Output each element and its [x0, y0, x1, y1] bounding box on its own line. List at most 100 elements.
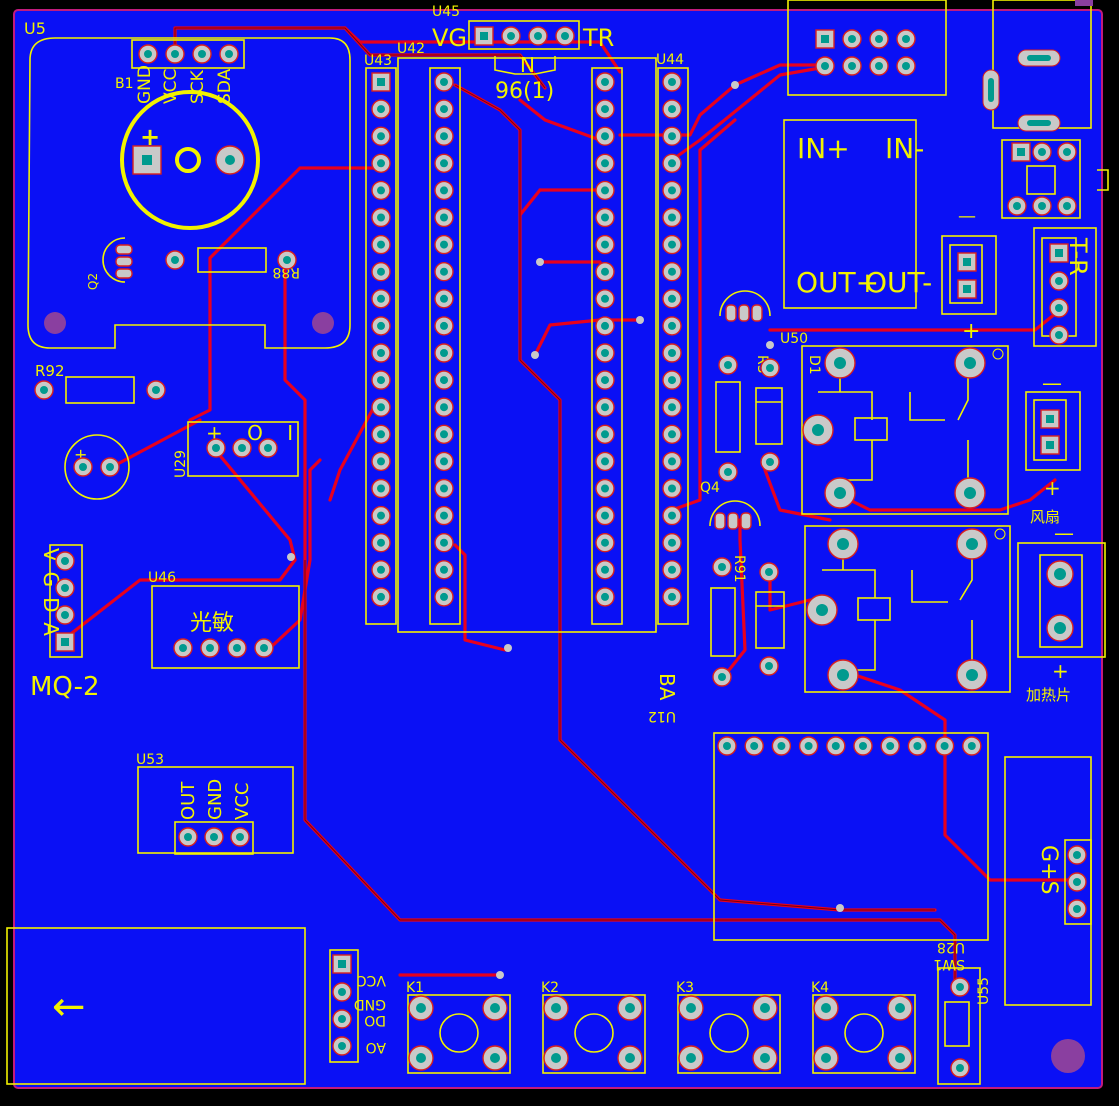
mcu-pin	[662, 153, 682, 174]
u45-header: U45 VG TR N	[432, 4, 614, 77]
mcu-pin	[371, 289, 391, 309]
do-label: DO	[364, 1012, 386, 1028]
mcu-pin	[595, 478, 615, 499]
vcc-lower-label: VCC	[357, 972, 386, 988]
u46-label: U46	[148, 570, 176, 586]
key-k2[interactable]: K2	[541, 980, 646, 1074]
mcu-pin	[595, 234, 615, 255]
fan-label: 风扇	[1030, 508, 1060, 526]
minus-label: —	[958, 206, 976, 227]
r88-label: R88	[272, 264, 300, 280]
u42-label: U42	[397, 41, 425, 57]
mcu-pin	[662, 505, 682, 526]
svg-text:—: —	[1054, 521, 1074, 545]
mcu-pin	[434, 560, 454, 580]
usb-jack	[982, 0, 1093, 132]
u12-pin	[771, 736, 792, 756]
mcu-pin	[595, 424, 615, 444]
u53-gnd-label: GND	[205, 779, 226, 820]
u44-label: U44	[656, 52, 684, 68]
u12-pin	[853, 736, 873, 756]
mcu-pin	[371, 207, 391, 228]
mcu-pin	[434, 424, 454, 444]
mcu-socket: U43 U42 U44 96(1)	[364, 41, 689, 633]
mcu-pin	[434, 289, 454, 309]
sensor-header-bottom: VCC GND DO AO	[329, 949, 386, 1063]
mcu-pin	[595, 316, 615, 336]
mcu-pin	[662, 316, 682, 336]
out-plus-label: OUT+	[796, 266, 879, 299]
switch-module	[1001, 139, 1109, 219]
mcu-pin	[434, 397, 454, 417]
gnd-lower-label: GND	[354, 996, 386, 1012]
u5-module: U5 B1 GND VCC SCK SDA + Q2 R88	[24, 19, 351, 349]
u50-label: U50	[780, 331, 808, 347]
b1-label: B1	[115, 76, 134, 92]
mcu-pin	[434, 180, 454, 201]
plus-label: +	[962, 319, 980, 344]
mcu-pin	[595, 370, 615, 390]
mcu-pin	[371, 262, 391, 282]
mcu-pin	[595, 587, 615, 607]
power-jack: ←	[6, 927, 306, 1085]
tr-connector: T-R	[1033, 227, 1097, 347]
mcu-pin	[434, 207, 454, 228]
mcu-pin-columns	[371, 72, 682, 607]
mcu-pin	[662, 180, 682, 201]
mcu-pin	[595, 533, 615, 553]
in-plus-label: IN+	[797, 132, 850, 165]
copper-pour	[13, 9, 1103, 1089]
mcu-pin	[434, 153, 454, 174]
q4-label: Q4	[700, 480, 720, 496]
connector-2pin: — +	[941, 206, 997, 344]
key-k3[interactable]: K3	[676, 980, 781, 1074]
mcu-pin	[434, 370, 454, 390]
svg-text:—: —	[1042, 371, 1062, 395]
mcu-pin	[434, 533, 454, 553]
mcu-pin	[662, 587, 682, 607]
u12-label: U12	[648, 708, 676, 724]
pin-gnd-label: GND	[135, 65, 155, 104]
d1-label: D1	[806, 355, 822, 375]
u5-label: U5	[24, 19, 46, 38]
mcu-pin	[434, 451, 454, 472]
mcu-pin	[434, 587, 454, 607]
dcdc-module: IN+ IN- OUT+ OUT-	[783, 119, 932, 309]
key-k1[interactable]: K1	[406, 980, 511, 1074]
mcu-pin	[595, 343, 615, 363]
mcu-pin	[595, 451, 615, 472]
mcu-pin	[595, 153, 615, 174]
mcu-pin	[371, 126, 391, 146]
k4-label: K4	[811, 980, 829, 996]
u12-pin	[934, 736, 955, 756]
mcu-pin	[434, 99, 454, 119]
mcu-pin	[662, 99, 682, 119]
mcu-pin	[595, 560, 615, 580]
ba-label: BA	[655, 673, 679, 701]
mcu-pin	[371, 397, 391, 417]
pin-sda-label: SDA	[215, 68, 235, 104]
socket-mark-label: 96(1)	[495, 79, 554, 104]
in-minus-label: IN-	[885, 132, 924, 165]
q2-pads	[115, 244, 297, 279]
u12-pin	[907, 736, 928, 756]
mcu-pin	[595, 289, 615, 309]
u12-pin	[880, 736, 900, 756]
u29-sensor: U29 + O I	[173, 421, 299, 478]
mcu-pin	[371, 370, 391, 390]
mcu-pin	[371, 153, 391, 174]
mcu-pin	[662, 126, 682, 146]
mcu-pin	[434, 72, 454, 92]
u53-sensor: U53 OUT GND VCC	[136, 752, 294, 855]
mcu-pin	[662, 451, 682, 472]
mcu-pin	[595, 99, 615, 119]
key-k4[interactable]: K4	[811, 980, 916, 1074]
mcu-pin	[662, 343, 682, 363]
trace-outline	[174, 27, 956, 985]
heater-label: 加热片	[1026, 686, 1071, 704]
u55-label: U55	[976, 977, 992, 1005]
mcu-pin	[434, 234, 454, 255]
u43-label: U43	[364, 53, 392, 69]
relay-2	[804, 525, 1011, 693]
svg-text:+: +	[1052, 659, 1069, 683]
